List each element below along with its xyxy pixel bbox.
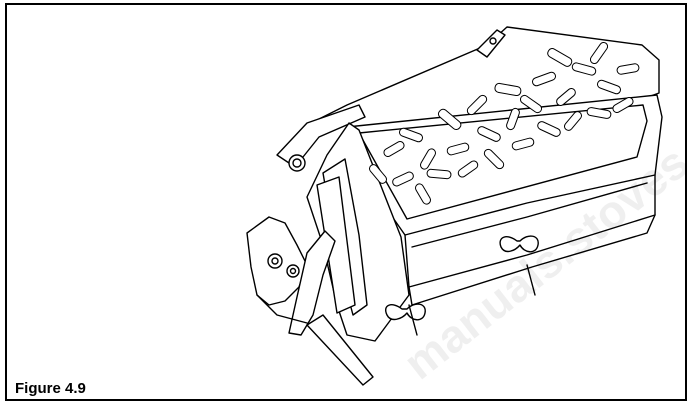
fuel-hopper-illustration <box>246 26 663 386</box>
caption-background <box>7 373 127 399</box>
figure-frame: manuals.stoves Figure 4.9 <box>5 3 687 401</box>
figure-caption: Figure 4.9 <box>15 380 86 397</box>
